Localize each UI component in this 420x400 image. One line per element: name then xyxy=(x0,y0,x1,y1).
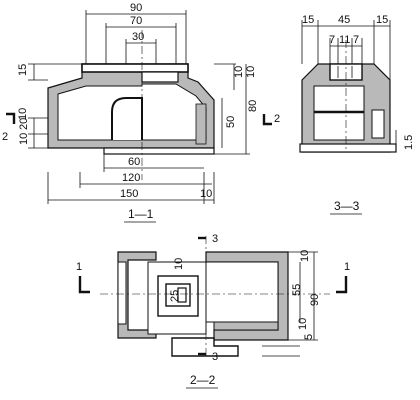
dim-top-70: 70 xyxy=(130,15,142,27)
dim-right-80: 80 xyxy=(247,100,259,112)
dim-33-7a: 7 xyxy=(329,34,335,46)
dim-33-15b: 15 xyxy=(376,14,388,26)
dim-left-15: 15 xyxy=(17,64,29,76)
cut-mark-1-left-label: 1 xyxy=(76,261,82,273)
cut-mark-2-left xyxy=(6,112,16,124)
section-1-1-view: 90 70 30 15 20 10 10 10 10 80 50 60 xyxy=(2,2,280,223)
dim-22-10a: 10 xyxy=(173,258,185,270)
dim-top-90: 90 xyxy=(130,2,142,14)
cut-mark-3-top-label: 3 xyxy=(212,233,218,245)
dim-bottom-10: 10 xyxy=(200,188,212,200)
dim-bottom-120: 120 xyxy=(122,172,140,184)
dim-left-10b: 10 xyxy=(17,108,29,120)
dim-33-15a: 15 xyxy=(302,14,314,26)
section-3-3-base xyxy=(299,143,397,153)
dim-22-10b: 10 xyxy=(299,250,311,262)
dim-33-15-right: 1.5 xyxy=(403,135,415,150)
dim-22-55: 55 xyxy=(291,284,303,296)
dim-right-10a: 10 xyxy=(233,66,245,78)
dim-33-45: 45 xyxy=(338,14,350,26)
cut-mark-2-right xyxy=(262,114,272,126)
dim-22-90: 90 xyxy=(309,294,321,306)
dim-22-5: 5 xyxy=(303,334,315,340)
section-2-2-view: 25 10 10 55 90 10 5 2—2 3 3 1 1 xyxy=(76,233,350,389)
cut-mark-2-left-label: 2 xyxy=(2,131,8,143)
cut-mark-1-right-label: 1 xyxy=(344,261,350,273)
dim-right-10b: 10 xyxy=(245,66,257,78)
section-1-1-arch xyxy=(111,97,143,140)
cut-mark-2-right-label: 2 xyxy=(274,113,280,125)
section-3-3-side-chamber xyxy=(371,109,385,139)
section-1-1-title: 1—1 xyxy=(128,207,154,221)
dim-bottom-150: 150 xyxy=(120,188,138,200)
section-2-2-title: 2—2 xyxy=(190,373,216,387)
section-1-1-base xyxy=(103,147,215,155)
dim-right-50: 50 xyxy=(225,116,237,128)
dim-22-25: 25 xyxy=(169,290,181,302)
dim-left-10: 10 xyxy=(18,133,30,145)
cut-mark-1-right xyxy=(336,276,348,294)
dim-33-7b: 7 xyxy=(353,34,359,46)
section-1-1-top-plate xyxy=(81,63,189,73)
section-1-1-right-wall xyxy=(195,103,207,145)
section-3-3-title: 3—3 xyxy=(334,199,360,213)
section-2-2-left-wall xyxy=(117,251,157,339)
section-3-3-view: 15 45 15 7 11 7 1.5 3—3 xyxy=(299,14,415,215)
dim-bottom-60: 60 xyxy=(128,156,140,168)
dim-top-30: 30 xyxy=(132,31,144,43)
section-2-2-step xyxy=(171,337,239,357)
dim-left-20: 20 xyxy=(18,118,30,130)
dim-33-11: 11 xyxy=(339,34,350,46)
cut-mark-1-left xyxy=(78,276,90,294)
dim-22-10c: 10 xyxy=(297,318,309,330)
section-1-1-inner-box xyxy=(141,71,179,83)
cut-mark-3-bottom-label: 3 xyxy=(212,351,218,363)
